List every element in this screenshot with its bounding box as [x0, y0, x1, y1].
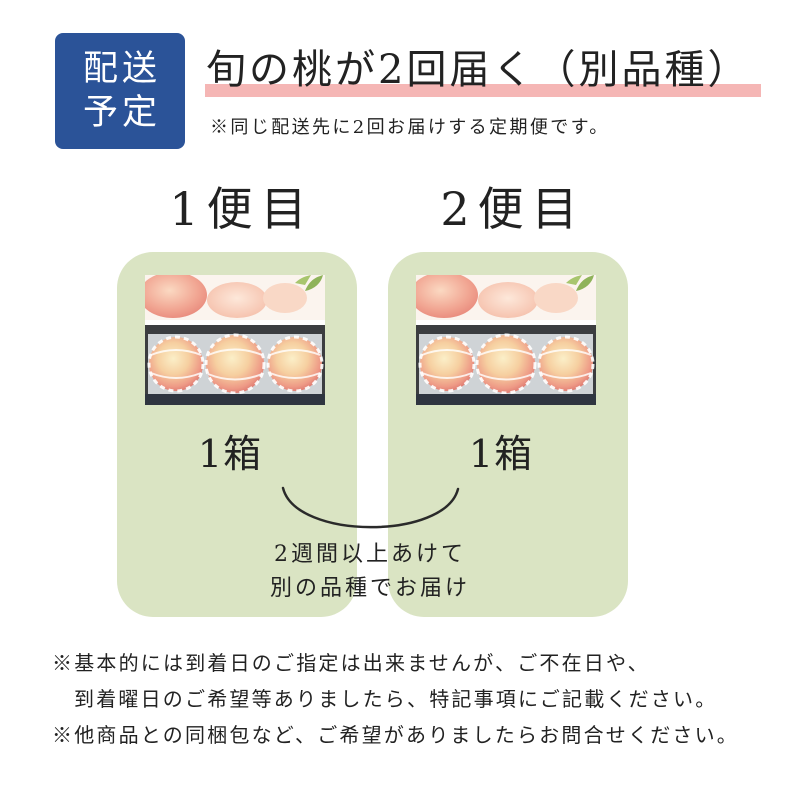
note-line-3: ※他商品との同梱包など、ご希望がありましたらお問合せください。	[52, 723, 739, 747]
peach-box-photo	[416, 275, 596, 405]
title-note: ※同じ配送先に2回お届けする定期便です。	[210, 117, 610, 138]
interval-note-line-2: 別の品種でお届け	[269, 576, 470, 601]
note-line-1: ※基本的には到着日のご指定は出来ませんが、ご不在日や、	[52, 651, 650, 675]
shipment-1-label: 1便目	[169, 182, 315, 236]
interval-note-line-1: 2週間以上あけて	[274, 542, 466, 567]
badge-line-1: 配送	[82, 49, 161, 89]
delivery-badge: 配送 予定	[55, 33, 185, 149]
shipment-2-card: 1箱	[388, 252, 628, 617]
shipment-1-quantity: 1箱	[197, 432, 263, 476]
shipment-2-label: 2便目	[440, 182, 586, 236]
shipment-2-quantity: 1箱	[468, 432, 534, 476]
interval-note: 2週間以上あけて 別の品種でお届け	[250, 538, 490, 606]
title-underline	[205, 84, 761, 97]
notes: ※基本的には到着日のご指定は出来ませんが、ご不在日や、 到着曜日のご希望等ありま…	[52, 645, 739, 753]
shipment-1-card: 1箱	[117, 252, 357, 617]
badge-line-2: 予定	[82, 93, 161, 133]
note-line-2: 到着曜日のご希望等ありましたら、特記事項にご記載ください。	[74, 687, 718, 711]
peach-box-photo	[145, 275, 325, 405]
page-title: 旬の桃が2回届く（別品種）	[206, 47, 751, 93]
